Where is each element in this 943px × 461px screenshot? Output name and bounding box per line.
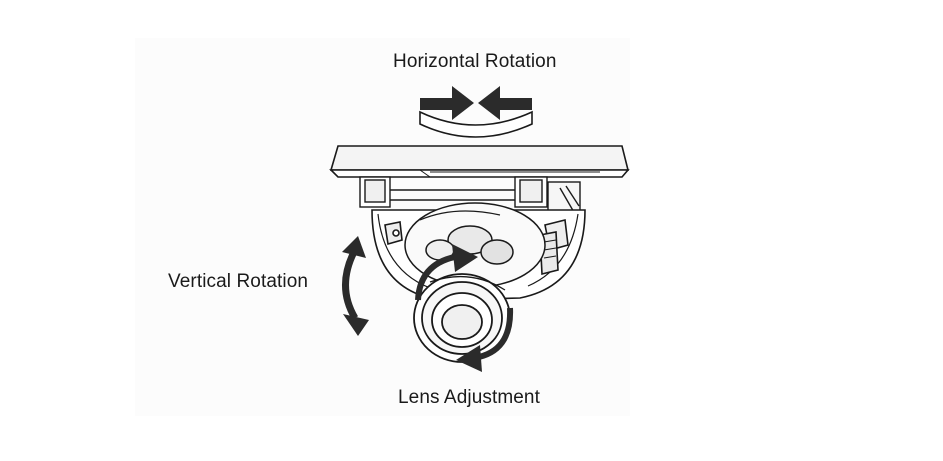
lens-adjustment-label: Lens Adjustment: [398, 387, 540, 408]
horizontal-rotation-arrows: [419, 86, 533, 138]
vertical-rotation-arrow: [342, 236, 369, 336]
lens-adjustment-arrows: [415, 244, 514, 372]
arrow-up-icon: [342, 236, 366, 258]
camera-base-plate: [329, 145, 630, 178]
lens-module: [404, 202, 546, 288]
lens-barrel: [413, 273, 511, 363]
vertical-rotation-label: Vertical Rotation: [168, 271, 309, 292]
arrow-left-icon: [478, 86, 532, 120]
arrow-down-icon: [343, 314, 369, 336]
horizontal-rotation-label: Horizontal Rotation: [393, 51, 557, 72]
curved-arrow-clockwise-icon: [452, 244, 478, 272]
arrow-right-icon: [420, 86, 474, 120]
curved-arrow-counterclockwise-icon: [456, 345, 482, 372]
